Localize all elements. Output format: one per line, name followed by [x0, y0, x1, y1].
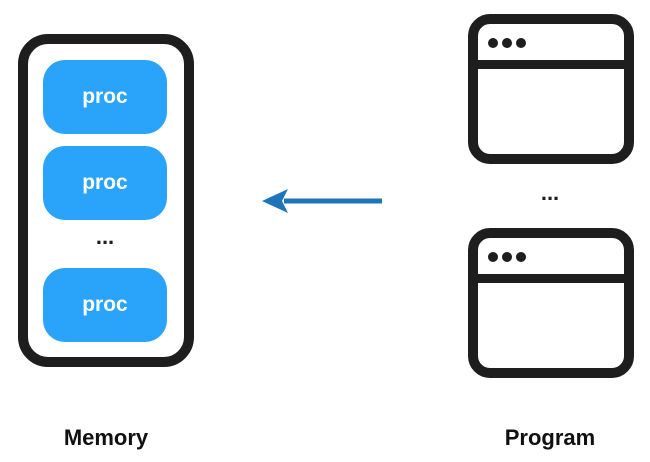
proc-block-2: proc: [43, 146, 167, 220]
window-titlebar: [478, 24, 624, 69]
left-arrow-icon: [262, 189, 382, 213]
program-label: Program: [504, 425, 596, 450]
program-window-2: [468, 228, 634, 378]
program-ellipsis: ...: [540, 180, 560, 205]
proc-block-1: proc: [43, 60, 167, 134]
proc-block-3: proc: [43, 268, 167, 342]
window-dots-icon: [488, 252, 526, 262]
window-titlebar: [478, 238, 624, 283]
memory-ellipsis: ...: [95, 224, 115, 249]
program-window-1: [468, 14, 634, 164]
memory-label: Memory: [63, 425, 149, 450]
window-dots-icon: [488, 38, 526, 48]
